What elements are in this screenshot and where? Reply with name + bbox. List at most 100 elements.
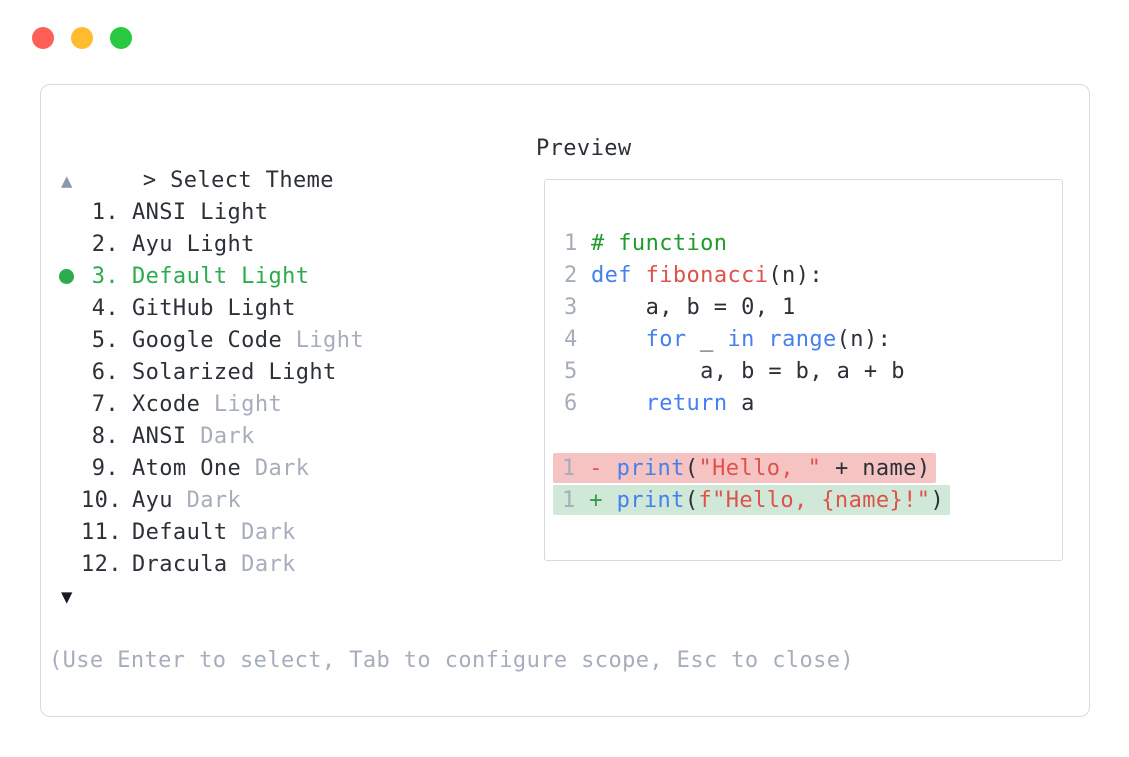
theme-list-item[interactable]: 6. Solarized Light bbox=[61, 357, 531, 389]
theme-item-name: Atom One bbox=[132, 456, 242, 481]
theme-item-number: 12. bbox=[81, 552, 122, 577]
close-window-icon[interactable] bbox=[32, 27, 54, 49]
theme-item-name: Google Code bbox=[132, 328, 283, 353]
item-dot-slot bbox=[61, 421, 81, 453]
theme-item-variant-label: Dark bbox=[227, 520, 296, 545]
prompt-line: > Select Theme bbox=[61, 133, 531, 193]
selected-item-dot-icon bbox=[59, 261, 81, 293]
item-dot-slot bbox=[61, 197, 81, 229]
theme-item-gap bbox=[119, 325, 132, 357]
minimize-window-icon[interactable] bbox=[71, 27, 93, 49]
item-dot-slot bbox=[61, 485, 81, 517]
theme-list-item[interactable]: 5.Google Code Light bbox=[61, 325, 531, 357]
theme-item-variant-label: Dark bbox=[227, 552, 296, 577]
theme-item-number: 11. bbox=[81, 520, 122, 545]
theme-item-name: Xcode bbox=[132, 392, 201, 417]
diff-line-number: 1 bbox=[562, 487, 576, 513]
theme-item-gap bbox=[119, 453, 132, 485]
theme-item-gap bbox=[119, 293, 132, 325]
theme-list-item[interactable]: 7. Xcode Light bbox=[61, 389, 531, 421]
theme-item-variant-label: Dark bbox=[241, 456, 310, 481]
help-text: (Use Enter to select, Tab to configure s… bbox=[49, 648, 855, 673]
theme-item-number: 2. bbox=[91, 232, 119, 257]
item-dot-slot bbox=[61, 229, 81, 261]
scroll-up-icon[interactable]: ▲ bbox=[61, 170, 73, 192]
theme-item-number: 4. bbox=[91, 296, 119, 321]
theme-item-name: Dracula bbox=[132, 552, 228, 577]
diff-removed-line: 1 - print("Hello, " + name) bbox=[553, 452, 1062, 484]
code-token: range bbox=[768, 327, 837, 352]
theme-list-item[interactable]: 1.ANSI Light bbox=[61, 197, 531, 229]
theme-list-item[interactable]: 9. Atom One Dark bbox=[61, 453, 531, 485]
code-token: a bbox=[727, 391, 755, 416]
theme-item-name: Default Light bbox=[132, 264, 310, 289]
item-dot-slot bbox=[61, 549, 81, 581]
theme-item-name: Ayu Light bbox=[132, 232, 255, 257]
code-token: print bbox=[616, 487, 685, 513]
code-line-number: 6 bbox=[564, 391, 578, 416]
item-dot-slot bbox=[61, 453, 81, 485]
diff-plus-sign: + bbox=[575, 487, 617, 513]
theme-item-number: 3. bbox=[91, 264, 119, 289]
theme-item-name: Default bbox=[132, 520, 228, 545]
item-dot-slot bbox=[61, 293, 81, 325]
theme-item-variant-label: Light bbox=[200, 392, 283, 417]
prompt-text: > Select Theme bbox=[142, 168, 334, 193]
theme-item-gap bbox=[119, 549, 132, 581]
theme-item-number: 7. bbox=[91, 392, 119, 417]
code-token: (n): bbox=[836, 327, 892, 352]
theme-item-number: 1. bbox=[91, 200, 119, 225]
scroll-down-icon[interactable]: ▼ bbox=[61, 586, 73, 608]
code-token: ( bbox=[684, 455, 699, 481]
code-line-number: 2 bbox=[564, 263, 578, 288]
code-line: 2 def fibonacci(n): bbox=[564, 260, 1062, 292]
theme-item-number: 6. bbox=[91, 360, 119, 385]
code-token: (n): bbox=[768, 263, 823, 288]
code-token: def bbox=[591, 263, 632, 288]
theme-item-variant-label: Light bbox=[282, 328, 364, 353]
theme-item-gap bbox=[119, 485, 132, 517]
theme-item-gap bbox=[119, 389, 132, 421]
theme-list-item[interactable]: 8.ANSI Dark bbox=[61, 421, 531, 453]
code-token: + name) bbox=[821, 455, 931, 481]
code-token: a, b = b, a + b bbox=[591, 359, 905, 384]
theme-item-number: 9. bbox=[91, 456, 119, 481]
code-token: "Hello, " bbox=[698, 455, 822, 481]
theme-list-item[interactable]: 4.GitHub Light bbox=[61, 293, 531, 325]
code-token: _ bbox=[686, 327, 728, 352]
preview-heading: Preview bbox=[536, 136, 632, 161]
diff-line-content: 1 + print(f"Hello, {name}!") bbox=[553, 485, 951, 515]
code-token: fibonacci bbox=[645, 263, 769, 288]
theme-item-gap bbox=[119, 197, 132, 229]
code-token: ( bbox=[684, 487, 699, 513]
theme-list-item[interactable]: 10.Ayu Dark bbox=[61, 485, 531, 517]
code-line-number: 3 bbox=[564, 295, 578, 320]
item-dot-slot bbox=[61, 389, 81, 421]
code-line-number: 1 bbox=[564, 231, 578, 256]
diff-minus-sign: - bbox=[575, 455, 617, 481]
maximize-window-icon[interactable] bbox=[110, 27, 132, 49]
code-line: 1 # function bbox=[564, 228, 1062, 260]
item-dot-slot bbox=[61, 325, 81, 357]
theme-item-name: ANSI bbox=[132, 424, 187, 449]
theme-item-gap bbox=[119, 517, 132, 549]
code-token bbox=[591, 388, 646, 420]
code-token: f"Hello, {name}!" bbox=[698, 487, 931, 513]
theme-item-name: Solarized Light bbox=[132, 360, 337, 385]
theme-list-item[interactable]: 11. Default Dark bbox=[61, 517, 531, 549]
theme-list-item[interactable]: 12. Dracula Dark bbox=[61, 549, 531, 581]
item-dot-slot bbox=[61, 517, 81, 549]
diff-added-line: 1 + print(f"Hello, {name}!") bbox=[553, 484, 1062, 516]
code-token bbox=[632, 260, 646, 292]
code-line-number: 5 bbox=[564, 359, 578, 384]
theme-item-gap bbox=[119, 421, 132, 453]
theme-list-item[interactable]: 3. Default Light bbox=[59, 261, 531, 293]
diff-line-content: 1 - print("Hello, " + name) bbox=[553, 453, 937, 483]
code-token: # function bbox=[591, 231, 728, 256]
theme-list-item[interactable]: 2. Ayu Light bbox=[61, 229, 531, 261]
